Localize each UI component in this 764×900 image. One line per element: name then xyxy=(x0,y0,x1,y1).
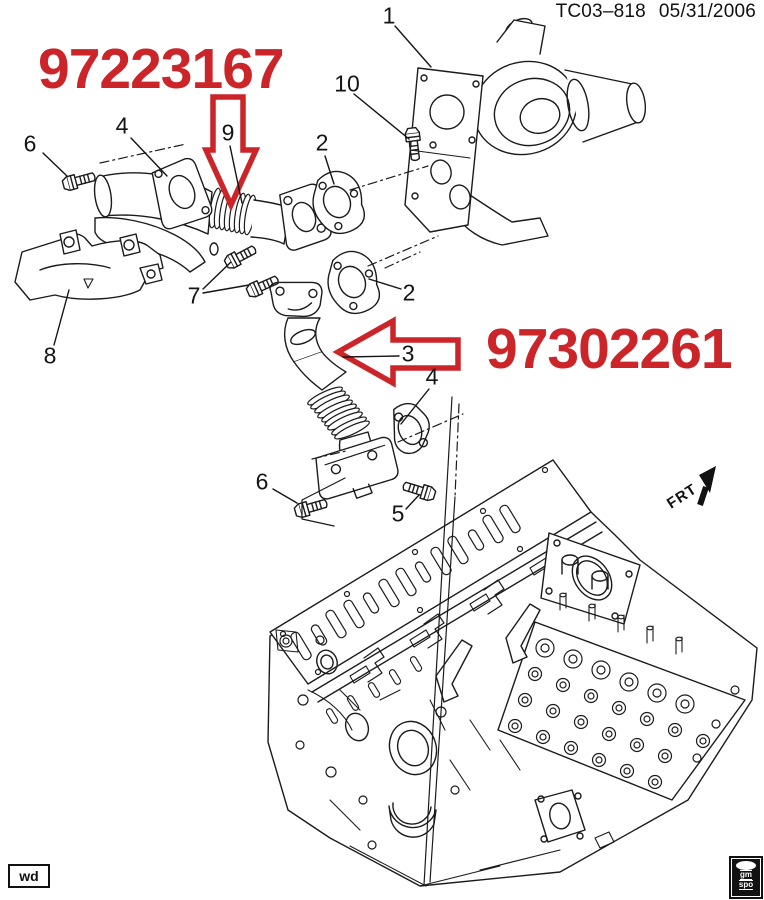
callout-2-lower: 2 xyxy=(402,279,416,306)
gasket-2-upper-drawing xyxy=(312,170,366,235)
part-number-label-lower: 97302261 xyxy=(486,317,733,381)
gm-logo-oval-icon xyxy=(736,861,756,870)
part-number-label-upper: 97223167 xyxy=(38,37,285,101)
callout-5: 5 xyxy=(391,500,405,527)
frt-direction-arrow-icon xyxy=(697,466,716,506)
callout-4-lower: 4 xyxy=(425,363,439,390)
doc-date: 05/31/2006 xyxy=(658,1,756,22)
author-tag-box: wd xyxy=(8,864,50,888)
gaskets-drawing xyxy=(312,170,430,455)
gm-logo-bottom-text: spo xyxy=(738,880,754,890)
callout-9: 9 xyxy=(221,119,235,146)
callout-6-lower: 6 xyxy=(255,468,269,495)
leader-lines xyxy=(42,25,432,510)
callout-3: 3 xyxy=(401,340,415,367)
gasket-2-lower-drawing xyxy=(327,250,381,315)
author-tag: wd xyxy=(19,868,39,884)
gm-spo-logo: gm spo xyxy=(729,856,763,899)
lower-pipe-drawing xyxy=(269,281,399,500)
document-header: TC03–818 05/31/2006 xyxy=(556,1,756,23)
doc-code: TC03–818 xyxy=(555,1,646,22)
callout-4-left: 4 xyxy=(115,112,129,139)
up-pipe-drawing xyxy=(93,157,332,273)
alignment-lines xyxy=(99,143,464,886)
gasket-4-lower-drawing xyxy=(393,402,430,455)
callout-1: 1 xyxy=(382,2,396,29)
callout-10: 10 xyxy=(334,70,360,97)
callout-7: 7 xyxy=(187,282,201,309)
callout-2-upper: 2 xyxy=(315,129,329,156)
engine-block-drawing xyxy=(267,459,758,887)
turbocharger-drawing xyxy=(404,17,647,246)
callout-6-left: 6 xyxy=(23,130,37,157)
callout-8: 8 xyxy=(43,342,57,369)
gm-logo-top-text: gm xyxy=(740,870,752,880)
left-manifold-drawing xyxy=(14,229,164,301)
red-arrow-left-icon xyxy=(332,316,461,388)
